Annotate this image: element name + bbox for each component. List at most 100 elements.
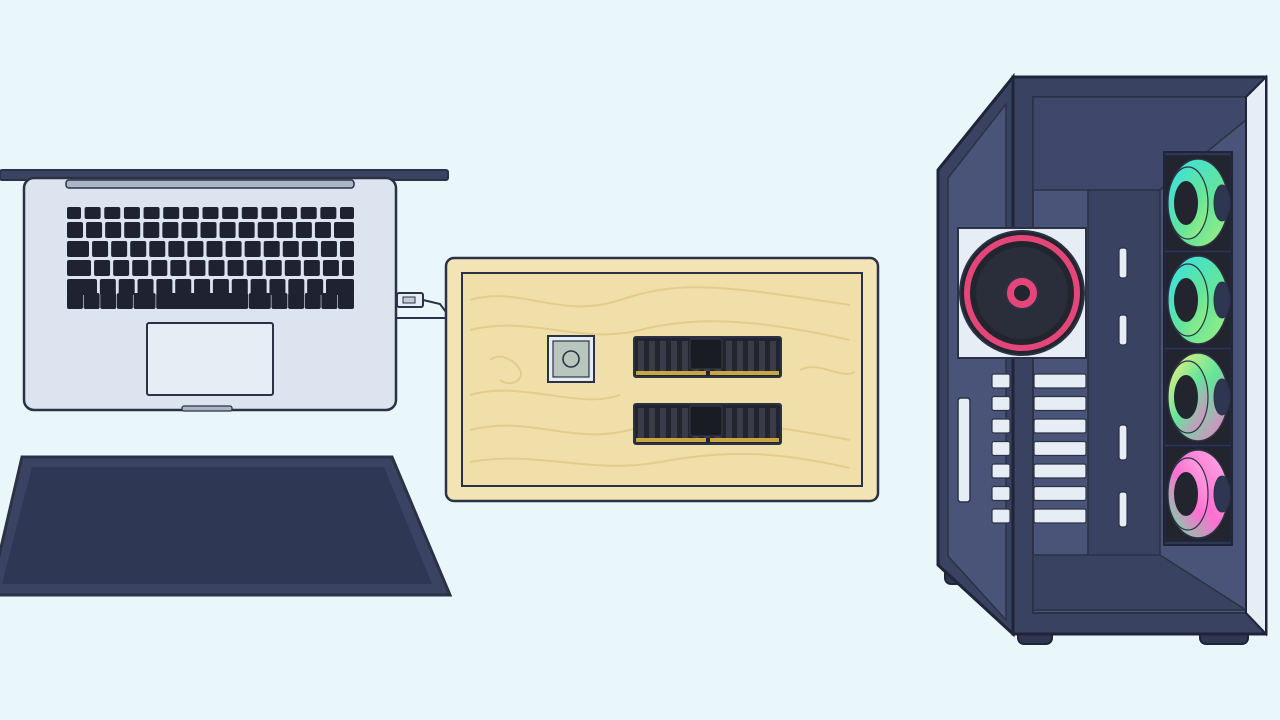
keyboard-key (94, 260, 111, 276)
keyboard-key (118, 279, 135, 295)
keyboard-key (244, 241, 261, 257)
keyboard-key (340, 241, 354, 257)
keyboard-key (334, 222, 354, 238)
keyboard-key (143, 222, 160, 238)
cable-slots (1118, 247, 1128, 528)
keyboard-key (265, 260, 282, 276)
slot-cover-tab (991, 463, 1011, 479)
keyboard-key (321, 293, 338, 309)
expansion-slots (991, 373, 1087, 524)
keyboard-key (246, 260, 263, 276)
keyboard-key (67, 222, 83, 238)
keyboard-key (163, 207, 180, 219)
rgb-fan (1165, 252, 1231, 348)
keyboard-key (83, 293, 100, 309)
keyboard-key (67, 260, 91, 276)
keyboard-key (238, 222, 255, 238)
slot-cover-tab (991, 418, 1011, 434)
side-glass-panel (1245, 74, 1267, 637)
usb-cable (396, 292, 447, 319)
ram-stick (633, 336, 782, 378)
keyboard-key (133, 293, 156, 309)
keyboard-key (105, 222, 122, 238)
keyboard-key (111, 241, 128, 257)
keyboard-key (86, 222, 103, 238)
keyboard-key (225, 241, 242, 257)
keyboard-key (231, 279, 248, 295)
keyboard-key (320, 241, 337, 257)
keyboard-key (269, 279, 286, 295)
keyboard-key (170, 260, 187, 276)
ram-sticks (633, 336, 782, 445)
keyboard-key (84, 207, 101, 219)
slot-cover-tab (991, 485, 1011, 502)
keyboard-key (320, 207, 337, 219)
keyboard-key (162, 222, 179, 238)
power-button (547, 335, 595, 383)
keyboard-key (250, 279, 267, 295)
keyboard-key (181, 222, 198, 238)
keyboard-key (156, 279, 173, 295)
keyboard-key (175, 279, 192, 295)
keyboard-key (104, 207, 121, 219)
keyboard-key (219, 222, 236, 238)
keyboard-key (227, 260, 244, 276)
keyboard (67, 207, 354, 309)
keyboard-key (67, 241, 89, 257)
ram-stick (633, 403, 782, 445)
keyboard-key (208, 260, 225, 276)
keyboard-key (187, 241, 204, 257)
rgb-fan (1165, 446, 1231, 542)
keyboard-key (222, 207, 239, 219)
keyboard-key (288, 293, 305, 309)
case-fan (957, 227, 1087, 359)
keyboard-key (281, 207, 298, 219)
rgb-fan (1165, 349, 1231, 445)
keyboard-key (194, 279, 211, 295)
keyboard-key (206, 241, 223, 257)
laptop-front-notch (181, 405, 233, 412)
keyboard-key (303, 260, 320, 276)
case-front-glass (947, 101, 1007, 622)
slot-cover (1033, 373, 1087, 389)
keyboard-key (130, 241, 147, 257)
keyboard-key (248, 293, 271, 309)
laptop-lid (0, 455, 453, 597)
keyboard-key (137, 279, 154, 295)
keyboard-key (282, 241, 299, 257)
laptop-vent (65, 179, 355, 189)
slot-cover-tab (991, 395, 1011, 412)
keyboard-key (314, 222, 331, 238)
keyboard-key (113, 260, 130, 276)
rgb-fan (1165, 155, 1231, 251)
slot-cover (1033, 508, 1087, 524)
keyboard-key (67, 279, 97, 295)
keyboard-key (241, 207, 258, 219)
keyboard-key (263, 241, 280, 257)
pc-case (936, 72, 1268, 645)
wooden-board (444, 256, 880, 503)
keyboard-key (301, 241, 318, 257)
keyboard-key (67, 207, 81, 219)
keyboard-key (340, 207, 354, 219)
keyboard-key (295, 222, 312, 238)
keyboard-key (304, 293, 321, 309)
keyboard-key (307, 279, 324, 295)
slot-cover-tab (991, 508, 1011, 524)
keyboard-key (284, 260, 301, 276)
keyboard-key (151, 260, 168, 276)
keyboard-key (342, 260, 354, 276)
keyboard-key (189, 260, 206, 276)
keyboard-key (123, 207, 140, 219)
wood-grain (469, 286, 856, 469)
slot-cover (1033, 418, 1087, 434)
keyboard-key (202, 207, 219, 219)
keyboard-key (271, 293, 288, 309)
rgb-fan-column (1165, 155, 1231, 542)
keyboard-key (261, 207, 278, 219)
keyboard-key (300, 207, 317, 219)
slot-cover-tab (991, 373, 1011, 389)
trackpad (146, 322, 274, 396)
keyboard-key (124, 222, 141, 238)
keyboard-key (276, 222, 293, 238)
